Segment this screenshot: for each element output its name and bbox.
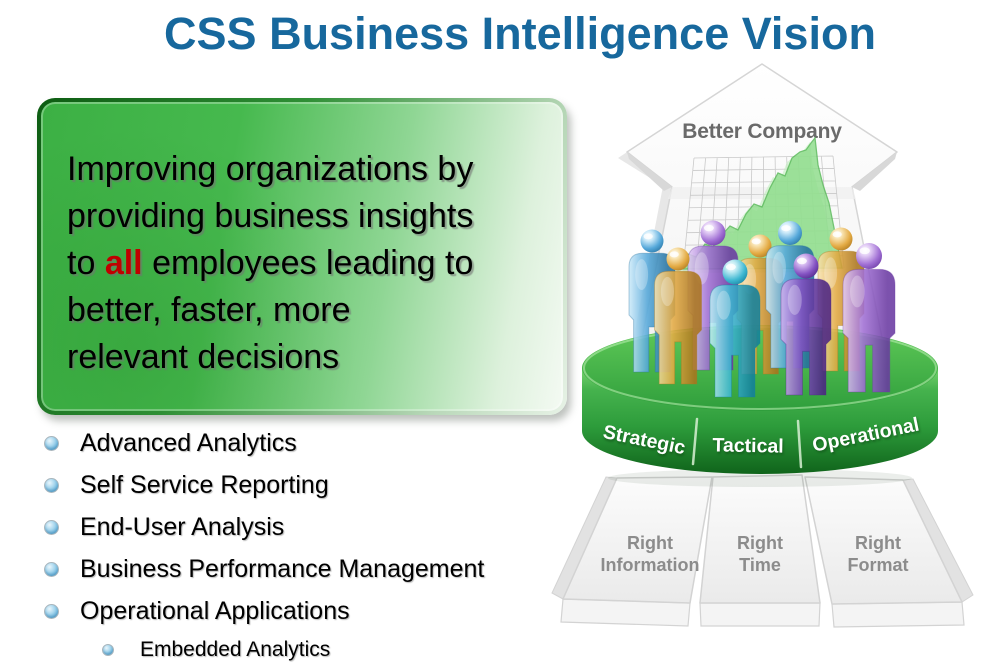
people-group xyxy=(628,220,896,398)
person-head-highlight xyxy=(669,251,679,258)
ramp-right-format: Right Format xyxy=(804,476,974,628)
statement-segment: Improving organizations by xyxy=(67,150,474,188)
page-title: CSS Business Intelligence Vision xyxy=(164,8,876,59)
statement-line: to all employees leading to xyxy=(67,240,555,287)
person-head-highlight xyxy=(832,231,842,238)
person-figure-purple xyxy=(842,243,896,393)
ramp-label-line1: Right xyxy=(855,533,901,553)
disc-divider xyxy=(691,417,699,466)
person-head-highlight xyxy=(796,257,807,265)
ramp-end-cap xyxy=(699,602,821,627)
ramp-label-line2: Time xyxy=(739,555,781,575)
person-figure-teal xyxy=(709,259,761,398)
bullet-sphere-icon xyxy=(44,478,59,493)
person-head-highlight xyxy=(751,238,761,245)
ramp-arrows: Right Information Right Time Right Forma… xyxy=(551,474,974,628)
statement-segment: to xyxy=(67,244,105,282)
person-head xyxy=(793,253,819,279)
person-head xyxy=(640,229,664,253)
bullet-item: Advanced Analytics xyxy=(44,430,484,457)
ramp-label-line2: Format xyxy=(847,555,908,575)
ramp-face xyxy=(804,476,963,605)
statement-line: relevant decisions xyxy=(67,334,555,381)
ramp-right-information: Right Information xyxy=(551,476,713,627)
bullet-sphere-icon xyxy=(44,436,59,451)
bullet-item: End-User Analysis xyxy=(44,514,484,541)
statement-line: Improving organizations by xyxy=(67,146,555,193)
person-head-highlight xyxy=(643,233,653,240)
statement-line: providing business insights xyxy=(67,193,555,240)
bullet-sphere-icon xyxy=(44,520,59,535)
statement-box: Improving organizations by providing busi… xyxy=(37,98,567,415)
person-body-gloss xyxy=(850,275,865,308)
disc-divider xyxy=(796,419,803,469)
statement-line: better, faster, more xyxy=(67,287,555,334)
person-body-gloss xyxy=(787,284,802,315)
person-body xyxy=(709,284,761,398)
ramp-face xyxy=(699,474,821,604)
person-head xyxy=(722,259,748,285)
statement-text: Improving organizations by providing busi… xyxy=(67,146,555,381)
person-head xyxy=(778,221,802,245)
bullet-label: Advanced Analytics xyxy=(80,429,297,457)
bullet-label: Self Service Reporting xyxy=(80,471,329,499)
bullet-item: Operational Applications xyxy=(44,598,484,625)
statement-segment: employees leading to xyxy=(142,244,474,282)
person-head-highlight xyxy=(703,224,714,232)
person-head-highlight xyxy=(725,263,736,271)
person-body xyxy=(654,270,702,385)
person-head-highlight xyxy=(859,247,870,255)
person-body-gloss xyxy=(660,276,675,307)
bullet-item: Embedded Analytics xyxy=(102,638,484,661)
bullet-sphere-icon xyxy=(102,643,114,656)
ramp-right-time: Right Time xyxy=(699,474,821,627)
statement-segment: better, faster, more xyxy=(67,291,351,329)
arrow-label: Better Company xyxy=(682,120,842,143)
bullet-item: Self Service Reporting xyxy=(44,472,484,499)
person-head xyxy=(700,220,726,246)
person-head xyxy=(856,243,882,269)
person-figure-gold xyxy=(654,247,702,385)
bullet-label: Operational Applications xyxy=(80,597,350,625)
person-body xyxy=(842,268,896,393)
bullet-item: Business Performance Management xyxy=(44,556,484,583)
bullet-label: End-User Analysis xyxy=(80,513,285,541)
ramp-label-line1: Right xyxy=(627,533,673,553)
person-body-gloss xyxy=(772,251,786,284)
bullet-sphere-icon xyxy=(44,604,59,619)
ramp-end-cap xyxy=(831,601,965,628)
person-body-gloss xyxy=(824,257,838,289)
bullet-label: Business Performance Management xyxy=(80,555,485,583)
person-body-gloss xyxy=(716,290,731,320)
person-body-gloss xyxy=(635,259,649,291)
bullet-label: Embedded Analytics xyxy=(140,638,331,661)
ramp-label-line1: Right xyxy=(737,533,783,553)
statement-box-inner: Improving organizations by providing busi… xyxy=(41,102,563,411)
arrow-bevel-right xyxy=(852,152,897,191)
arrow-underhead-shade xyxy=(668,187,856,199)
statement-segment: providing business insights xyxy=(67,197,474,235)
person-head xyxy=(829,227,853,251)
person-head xyxy=(666,247,690,271)
person-figure-darkpurple xyxy=(780,253,832,396)
person-body xyxy=(780,278,832,396)
disc-label-tactical: Tactical xyxy=(712,434,784,457)
statement-segment: relevant decisions xyxy=(67,338,340,376)
person-head-highlight xyxy=(781,225,791,232)
disc-ground-shadow xyxy=(608,469,912,487)
arrow-bevel-left xyxy=(627,152,672,191)
ramp-face xyxy=(562,476,713,604)
ramp-label-line2: Information xyxy=(601,555,700,575)
bullet-sphere-icon xyxy=(44,562,59,577)
statement-emphasis: all xyxy=(104,244,143,282)
